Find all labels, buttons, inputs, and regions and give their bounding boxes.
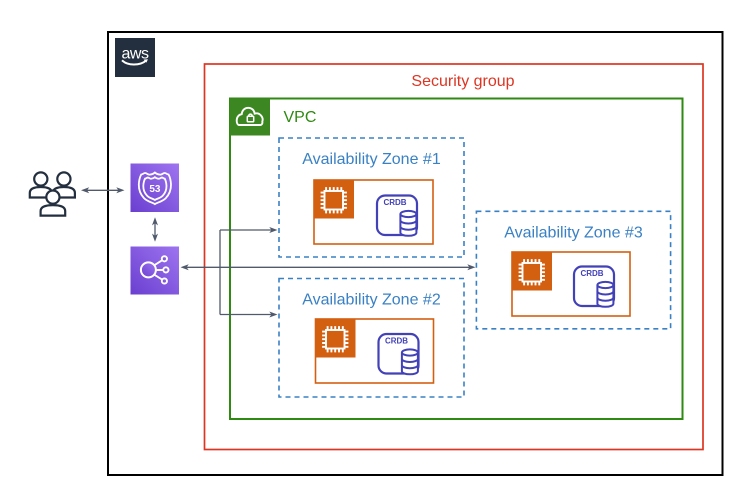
svg-text:Availability Zone #1: Availability Zone #1 [302,151,441,168]
svg-text:aws: aws [122,45,149,62]
svg-text:VPC: VPC [284,109,317,126]
svg-text:53: 53 [149,184,161,195]
svg-text:Availability Zone #2: Availability Zone #2 [302,292,441,309]
svg-text:Availability Zone #3: Availability Zone #3 [504,224,643,241]
svg-text:Security group: Security group [411,73,514,90]
